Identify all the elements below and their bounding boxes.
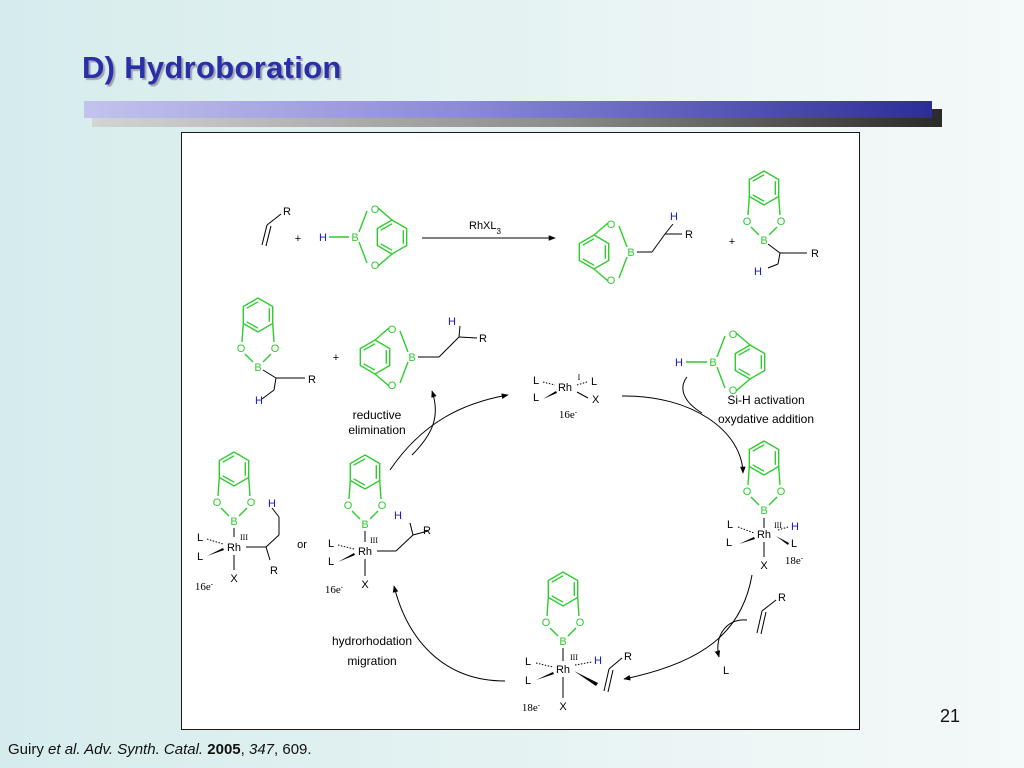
ligand-label: L [525,656,531,668]
electron-count: 16e- [559,408,578,421]
title-underline-bar [84,101,942,127]
incoming-catecholborane [708,328,766,398]
step-label: elimination [348,423,405,437]
ligand-label: L [533,375,539,387]
released-linear-product [359,323,417,393]
hydrogen-label: H [319,232,327,244]
hydrogen-label: H [675,357,683,369]
product-linear-boronate [578,218,636,288]
step-label: hydrorhodation [332,634,412,648]
metal-label: Rh [556,664,570,676]
rh-i-catalyst: Rh I L L L X 16e- [533,373,600,421]
atom-label: R [778,592,786,604]
oxidation-state: III [570,653,578,662]
oxidation-state: III [240,533,248,542]
ligand-label: L [791,538,797,550]
step-label: Si-H activation [727,393,804,407]
ligand-label: L [197,532,203,544]
or-label: or [297,539,307,551]
ligand-label: L [328,556,334,568]
ligand-label: L [197,551,203,563]
metal-label: Rh [558,382,572,394]
atom-label: R [624,651,632,663]
atom-label: R [811,248,819,260]
oxidation-state: III [774,521,782,530]
product-branched-boronate [742,170,787,248]
ligand-label: L [533,392,539,404]
ligand-label: L [727,519,733,531]
catalytic-cycle-arrows [389,376,753,682]
ligand-label: L [328,538,334,550]
halide-label: X [361,579,369,591]
hydrogen-label: H [594,655,602,667]
rh-iii-hydride-complex: Rh III L H L L X 18e- [726,440,804,572]
electron-count: 18e- [785,554,804,567]
ligand-label: L [525,675,531,687]
hydrogen-label: H [754,266,762,278]
hydrogen-label: H [268,498,276,510]
reaction-scheme-frame: O O B O O B O O B R + [181,132,860,730]
ligand-label: L [591,376,597,388]
released-branched-product [236,297,281,375]
hydroboration-catalytic-cycle: O O B O O B O O B R + [195,170,819,714]
oxidation-state: III [370,536,378,545]
plus-sign: + [295,233,301,245]
metal-label: Rh [358,546,372,558]
halide-label: X [559,701,567,713]
electron-count: 18e- [522,701,541,714]
plus-sign: + [729,236,735,248]
rh-iii-branched-alkyl-complex: Rh III L L H R X 16e- [195,451,280,593]
step-label: reductive [353,408,402,422]
electron-count: 16e- [325,583,344,596]
electron-count: 16e- [195,580,214,593]
rh-iii-linear-alkyl-complex: Rh III L L H R X 16e- [325,454,431,596]
atom-label: R [270,565,278,577]
atom-label: R [423,525,431,537]
atom-label: R [685,229,693,241]
plus-sign: + [333,352,339,364]
hydrogen-label: H [791,521,799,533]
rh-iii-alkene-complex: Rh III L H L R X 18e- [522,571,632,714]
atom-label: R [479,333,487,345]
catecholborane-reagent [350,203,408,273]
halide-label: X [592,394,600,406]
reactant-alkene [261,213,282,247]
atom-label: R [308,374,316,386]
hydrogen-label: H [394,510,402,522]
hydrogen-label: H [670,211,678,223]
leaving-ligand-label: L [723,665,729,677]
catalyst-label: RhXL3 [469,220,502,236]
metal-label: Rh [757,529,771,541]
step-label: oxydative addition [718,412,814,426]
ligand-label: L [726,537,732,549]
halide-label: X [760,560,768,572]
atom-label: R [283,206,291,218]
incoming-alkene [756,599,777,635]
hydrogen-label: H [448,316,456,328]
halide-label: X [230,573,238,585]
citation: Guiry et al. Adv. Synth. Catal. 2005, 34… [8,741,312,758]
step-label: migration [347,654,396,668]
slide-title: D) Hydroboration [82,50,342,85]
metal-label: Rh [227,542,241,554]
oxidation-state: I [578,373,581,382]
hydrogen-label: H [255,395,263,407]
page-number: 21 [940,706,961,726]
